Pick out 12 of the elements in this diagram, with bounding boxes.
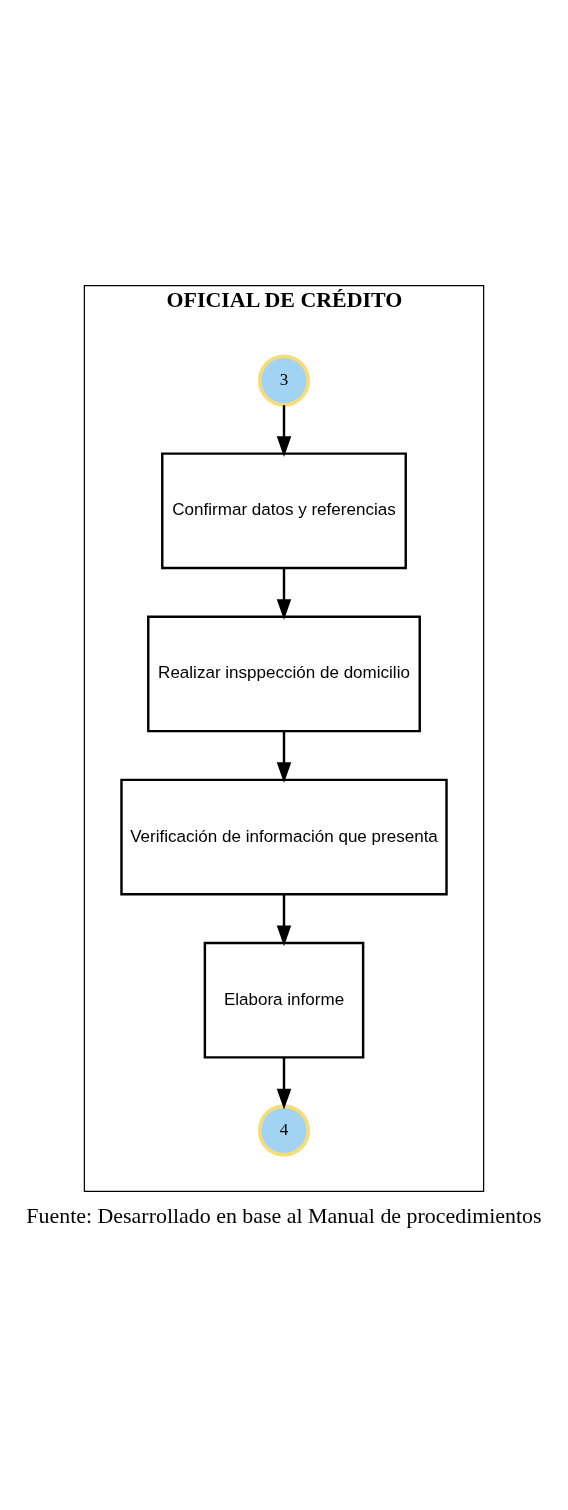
arrow [276, 894, 292, 946]
node-box: Confirmar datos y referencias [161, 451, 407, 569]
arrow [276, 567, 292, 620]
node-circle: 3 [257, 353, 311, 407]
node-box: Elabora informe [203, 941, 365, 1059]
arrow [276, 404, 292, 457]
node-box: Verificación de información que presenta [120, 778, 448, 895]
arrow [276, 730, 292, 783]
node-circle: 4 [257, 1103, 311, 1157]
node-box: Realizar insppección de domicilio [147, 615, 421, 732]
arrow [276, 1056, 292, 1110]
caption: Fuente: Desarrollado en base al Manual de procedimientos [26, 1202, 542, 1228]
